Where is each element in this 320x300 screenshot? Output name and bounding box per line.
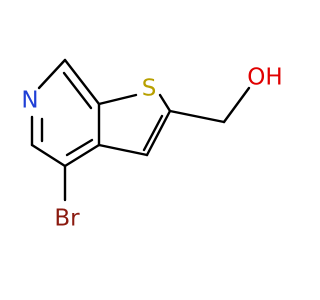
bond-c2-ch2 (168, 109, 226, 124)
bond-ch2-o (222, 86, 251, 124)
atom-nitrogen: N (21, 88, 38, 114)
atom-bromine: Br (54, 206, 80, 232)
bond-c7a-c7-double (62, 71, 93, 110)
bond-c7a-s (97, 93, 138, 106)
bond-c2-c3-double (142, 114, 164, 152)
molecule-structure: N S OH Br (21, 58, 283, 232)
bond-c4-c3a-double (65, 138, 94, 157)
bond-c2-c3 (145, 109, 172, 157)
structure-canvas: N S OH Br (21, 58, 283, 232)
bond-n-c7a (37, 58, 67, 90)
bond-c4-c3a (63, 143, 101, 168)
atom-sulfur: S (142, 76, 157, 102)
bond-s-c2 (158, 93, 172, 113)
atom-hydroxyl: OH (247, 65, 282, 91)
bond-c3-c3a (97, 143, 149, 157)
bond-c5-c4 (30, 143, 67, 168)
bond-c7a-c7 (63, 58, 101, 106)
